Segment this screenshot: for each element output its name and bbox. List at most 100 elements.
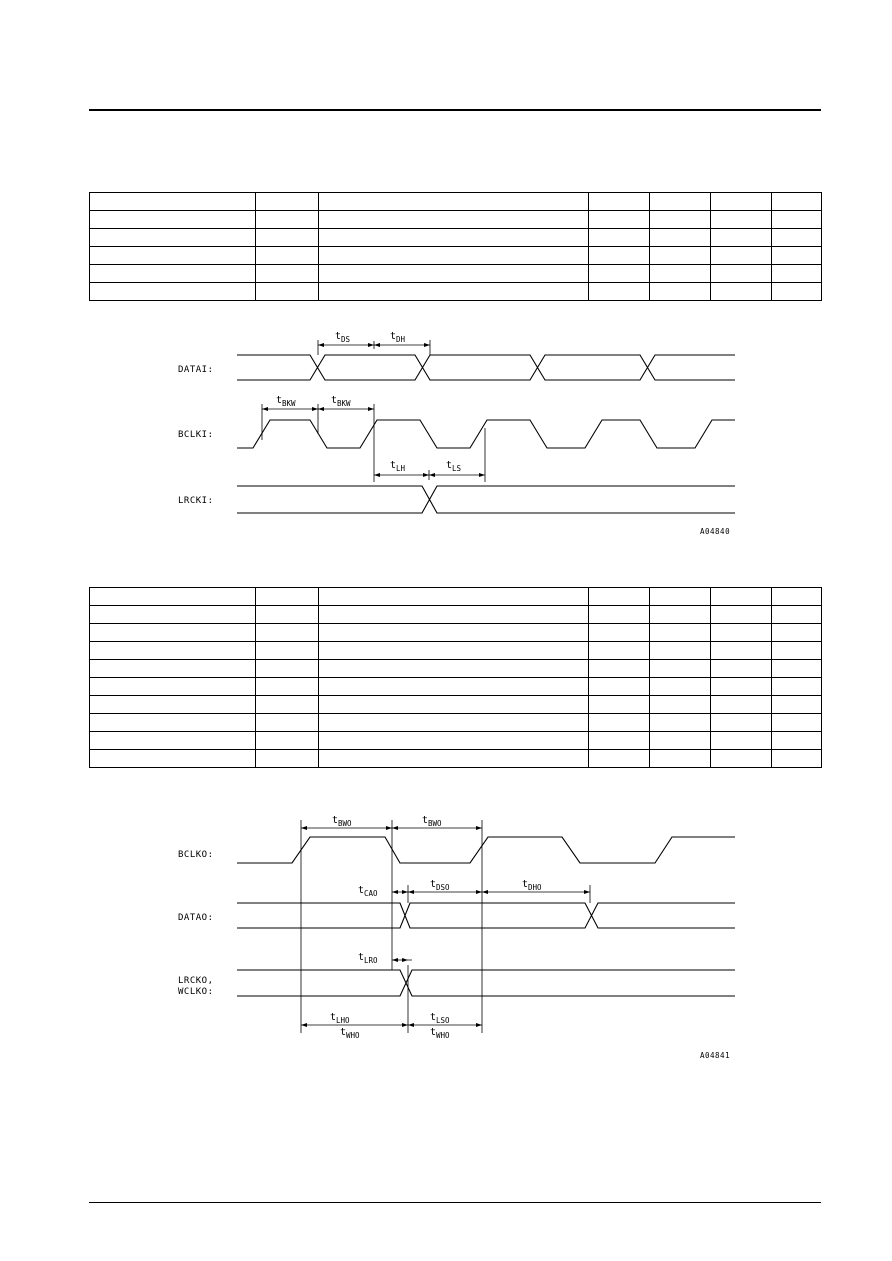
table2-row bbox=[89, 731, 822, 750]
lrcko-wclko-waveform bbox=[237, 969, 735, 997]
table2-cell bbox=[255, 605, 319, 624]
table1-cell bbox=[89, 228, 256, 247]
figure-id-output: A04841 bbox=[700, 1051, 730, 1060]
label-tdso: tDSO bbox=[430, 879, 450, 892]
table2-cell bbox=[710, 659, 772, 678]
table1-cell bbox=[255, 192, 319, 211]
table2-cell bbox=[255, 731, 319, 750]
table1-row bbox=[89, 264, 822, 283]
table2-cell bbox=[771, 623, 822, 642]
table2-cell bbox=[710, 731, 772, 750]
table2-cell bbox=[255, 587, 319, 606]
table1-cell bbox=[588, 192, 650, 211]
label-tdho: tDHO bbox=[522, 879, 542, 892]
bclko-waveform bbox=[237, 836, 735, 864]
table1-cell bbox=[710, 264, 772, 283]
table2-cell bbox=[649, 731, 711, 750]
table2-cell bbox=[89, 677, 256, 696]
table2-cell bbox=[255, 749, 319, 768]
table2-cell bbox=[649, 659, 711, 678]
table1-row bbox=[89, 192, 822, 211]
table2-row bbox=[89, 587, 822, 606]
table1-cell bbox=[588, 246, 650, 265]
table2-row bbox=[89, 641, 822, 660]
signal-label-lrcki: LRCKI: bbox=[178, 496, 214, 506]
table2-cell bbox=[588, 641, 650, 660]
table2-cell bbox=[710, 605, 772, 624]
table1-cell bbox=[649, 210, 711, 229]
label-tlh: tLH bbox=[390, 460, 406, 473]
table2-cell bbox=[588, 677, 650, 696]
dimension-tds-tdh bbox=[317, 340, 431, 355]
signal-label-bclki: BCLKI: bbox=[178, 430, 214, 440]
table2-cell bbox=[318, 713, 589, 732]
label-tdh: tDH bbox=[390, 331, 406, 344]
table2-cell bbox=[89, 641, 256, 660]
table2-cell bbox=[771, 695, 822, 714]
table2-cell bbox=[710, 641, 772, 660]
table2-cell bbox=[89, 731, 256, 750]
table1-cell bbox=[771, 192, 822, 211]
bclki-waveform bbox=[237, 419, 735, 449]
table1-cell bbox=[89, 264, 256, 283]
dimension-tcao-tdso-tdho bbox=[392, 885, 591, 903]
table1-cell bbox=[710, 228, 772, 247]
table2-cell bbox=[318, 695, 589, 714]
table1-cell bbox=[771, 282, 822, 301]
table1-cell bbox=[771, 228, 822, 247]
table2-cell bbox=[89, 605, 256, 624]
table2-cell bbox=[255, 641, 319, 660]
table1-cell bbox=[89, 282, 256, 301]
table2-cell bbox=[318, 605, 589, 624]
table1-cell bbox=[255, 264, 319, 283]
table1-cell bbox=[710, 210, 772, 229]
table2-cell bbox=[710, 587, 772, 606]
table1-cell bbox=[318, 210, 589, 229]
timing-spec-table-output bbox=[89, 587, 822, 768]
signal-label-bclko: BCLKO: bbox=[178, 850, 214, 860]
table2-cell bbox=[771, 605, 822, 624]
table1-cell bbox=[771, 264, 822, 283]
table2-cell bbox=[649, 605, 711, 624]
table1-cell bbox=[255, 282, 319, 301]
table2-cell bbox=[588, 623, 650, 642]
table1-cell bbox=[318, 192, 589, 211]
table2-cell bbox=[255, 623, 319, 642]
table2-cell bbox=[771, 731, 822, 750]
label-twho-high: tWHO bbox=[340, 1027, 360, 1040]
table2-cell bbox=[649, 641, 711, 660]
label-tlro: tLRO bbox=[358, 952, 378, 965]
dimension-tlho-tlso-twho bbox=[301, 1023, 482, 1027]
table2-row bbox=[89, 623, 822, 642]
table2-cell bbox=[710, 623, 772, 642]
dimension-tbkw bbox=[261, 404, 375, 440]
table2-cell bbox=[710, 713, 772, 732]
table1-cell bbox=[255, 210, 319, 229]
table2-row bbox=[89, 695, 822, 714]
table1-cell bbox=[318, 282, 589, 301]
table2-cell bbox=[255, 695, 319, 714]
table1-cell bbox=[255, 246, 319, 265]
table2-cell bbox=[649, 677, 711, 696]
table2-cell bbox=[89, 695, 256, 714]
table1-cell bbox=[771, 246, 822, 265]
table2-cell bbox=[771, 749, 822, 768]
table1-row bbox=[89, 282, 822, 301]
dimension-tlro bbox=[392, 958, 412, 1033]
table1-cell bbox=[255, 228, 319, 247]
table2-cell bbox=[588, 605, 650, 624]
table1-row bbox=[89, 228, 822, 247]
dimension-tbwo bbox=[300, 820, 483, 1033]
table1-cell bbox=[649, 228, 711, 247]
table1-cell bbox=[649, 246, 711, 265]
table1-cell bbox=[649, 264, 711, 283]
datai-waveform bbox=[237, 354, 735, 381]
table2-cell bbox=[649, 695, 711, 714]
table2-cell bbox=[649, 587, 711, 606]
table2-cell bbox=[318, 659, 589, 678]
table1-cell bbox=[771, 210, 822, 229]
table1-cell bbox=[649, 192, 711, 211]
table2-cell bbox=[89, 713, 256, 732]
table2-cell bbox=[318, 677, 589, 696]
table2-cell bbox=[771, 659, 822, 678]
